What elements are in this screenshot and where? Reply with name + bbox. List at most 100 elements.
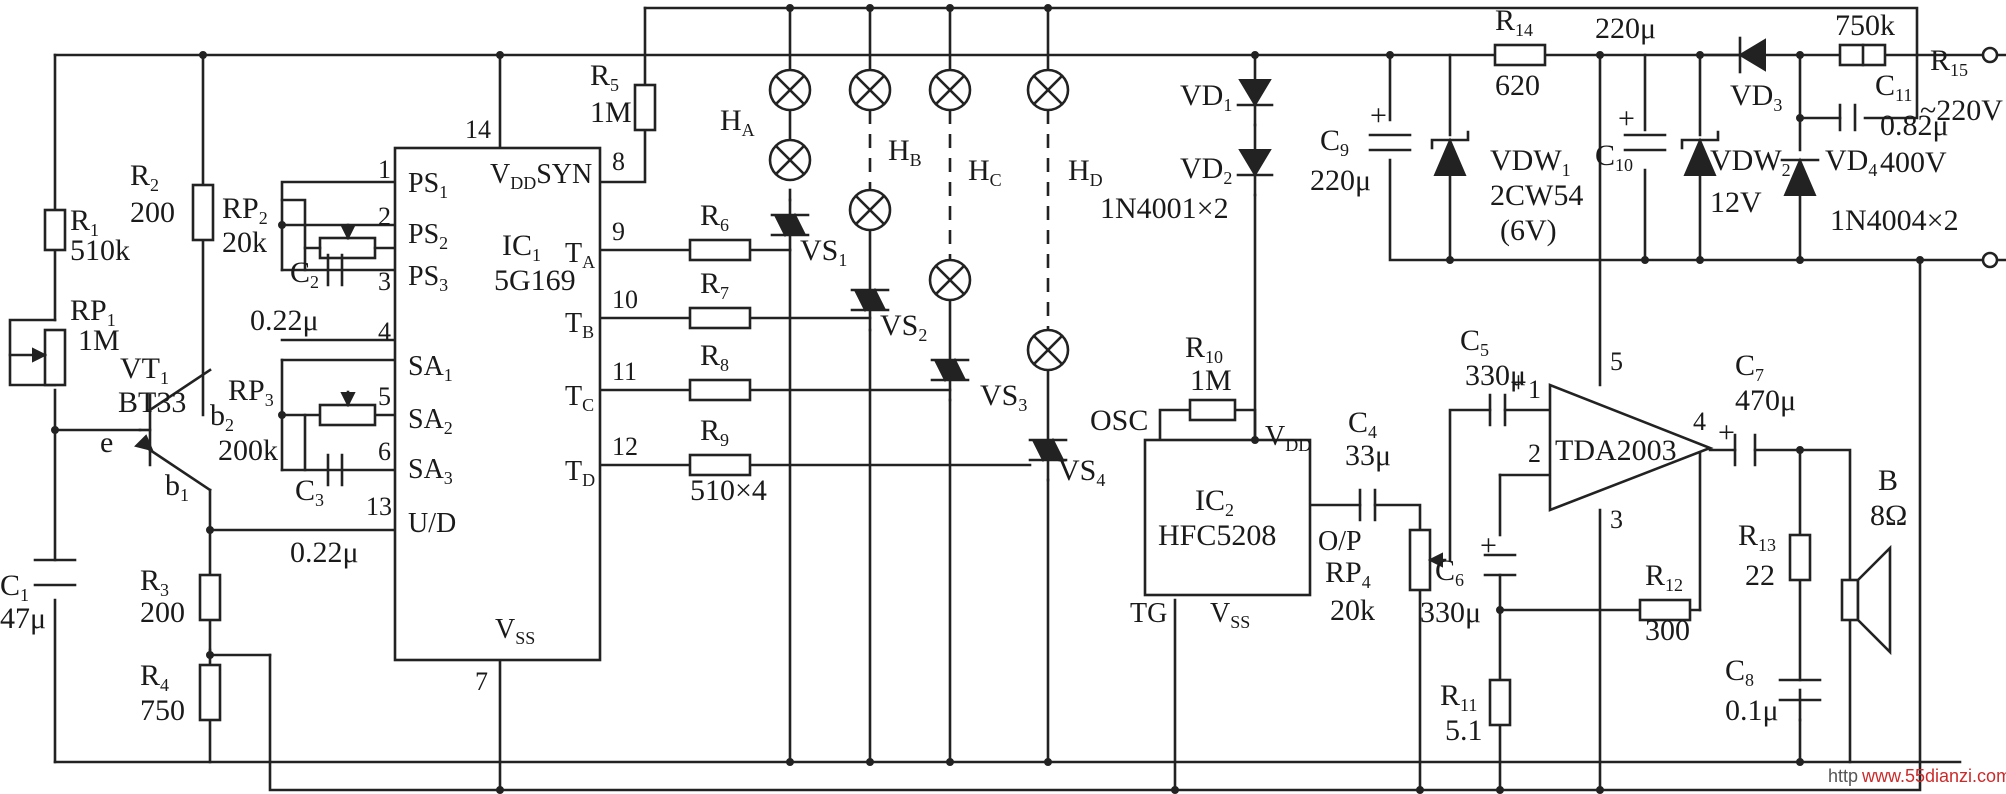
component-label: IC1 [502, 229, 541, 265]
component-label: 8Ω [1870, 499, 1907, 532]
r14-body [1493, 43, 1547, 67]
component-label: VDW2 [1710, 144, 1791, 180]
component-label: 10 [612, 285, 638, 314]
component-label: RP1 [70, 294, 116, 330]
component-label: BT33 [118, 386, 186, 419]
component-label: PS3 [408, 261, 448, 295]
diode-vd2 [1236, 149, 1274, 197]
r1-body [43, 208, 67, 252]
component-label: R4 [140, 659, 169, 695]
component-label: R14 [1495, 4, 1533, 40]
component-label: TDA2003 [1555, 434, 1677, 467]
component-label: VD2 [1180, 152, 1232, 188]
c10-body [1623, 133, 1667, 152]
component-label: 22 [1745, 559, 1775, 592]
component-label: C9 [1320, 124, 1349, 160]
component-label: 0.82μ [1880, 109, 1949, 142]
component-label: 400V [1880, 146, 1947, 179]
component-label: 2CW54 [1490, 179, 1583, 212]
diode-vd3 [1698, 36, 1766, 74]
component-label: 13 [366, 492, 392, 521]
component-label: 3 [1610, 505, 1623, 534]
triac-vs2 [850, 287, 890, 332]
component-label: VS4 [1058, 454, 1105, 490]
component-label: RP2 [222, 192, 268, 228]
component-label: 12V [1710, 186, 1762, 219]
component-label: TD [565, 456, 595, 490]
component-label: R11 [1440, 679, 1477, 715]
component-label: SA2 [408, 404, 453, 438]
component-label: C6 [1435, 554, 1464, 590]
r8-body [688, 378, 752, 402]
component-label: 0.22μ [250, 304, 319, 337]
component-label: e [100, 426, 113, 459]
component-label: VD1 [1180, 79, 1232, 115]
component-label: HA [720, 104, 755, 140]
component-label: 220μ [1310, 164, 1371, 197]
component-label: 1N4001×2 [1100, 192, 1229, 225]
component-label: + [1480, 529, 1497, 562]
component-label: 1N4004×2 [1830, 204, 1959, 237]
component-label: 620 [1495, 69, 1540, 102]
lamp-hd-2 [1026, 328, 1070, 372]
component-label: TC [565, 381, 594, 415]
component-label: C10 [1595, 139, 1633, 175]
lamp-ha-1 [768, 68, 812, 112]
component-label: R7 [700, 267, 729, 303]
r13-body [1788, 533, 1812, 582]
component-label: C4 [1348, 406, 1377, 442]
component-label: + [1618, 102, 1635, 135]
component-label: 5 [1610, 347, 1623, 376]
r3-body [198, 573, 222, 622]
rp3-body [318, 403, 377, 427]
c7-body [1733, 433, 1757, 467]
component-label: 6 [378, 437, 391, 466]
triac-vs3 [930, 357, 970, 402]
component-label: R1 [70, 204, 99, 240]
triac-vs1 [770, 198, 810, 252]
zener-vdw2 [1680, 130, 1720, 176]
component-label: 47μ [0, 602, 46, 635]
component-label: 510k [70, 234, 130, 267]
component-label: 330μ [1420, 596, 1481, 629]
component-label: VD3 [1730, 79, 1782, 115]
labels: R1 510k RP1 1M VT1 BT33 e b1 C1 47μ R2 2… [0, 4, 2006, 786]
component-label: ~220V [1920, 94, 2003, 127]
c9-body [1368, 133, 1412, 152]
watermark-prefix: http [1828, 766, 1858, 786]
component-label: RP3 [228, 374, 274, 410]
component-label: R2 [130, 159, 159, 195]
rp4-body [1408, 528, 1432, 592]
r10-body [1188, 398, 1237, 422]
component-label: HC [968, 154, 1002, 190]
component-label: HFC5208 [1158, 519, 1276, 552]
component-label: VDD [1265, 421, 1311, 455]
c4-body [1358, 488, 1377, 522]
lamp-hc-2 [928, 258, 972, 302]
component-label: C2 [290, 256, 319, 292]
component-label: 330μ [1465, 359, 1526, 392]
component-label: 1M [78, 324, 120, 357]
component-label: 5.1 [1445, 714, 1483, 747]
component-label: C1 [0, 569, 29, 605]
component-label: 750k [1835, 9, 1895, 42]
components [8, 4, 1999, 794]
component-label: VDW1 [1490, 144, 1571, 180]
component-label: VS3 [980, 379, 1027, 415]
wires [8, 6, 2006, 792]
lamp-hb-1 [848, 68, 892, 112]
component-label: 220μ [1595, 12, 1656, 45]
component-label: 20k [222, 226, 267, 259]
component-label: 1 [1528, 375, 1541, 404]
r6-body [688, 238, 752, 262]
component-label: R12 [1645, 559, 1683, 595]
component-label: SA3 [408, 454, 453, 488]
component-label: OSC [1090, 404, 1148, 437]
component-label: 0.22μ [290, 536, 359, 569]
component-label: 300 [1645, 614, 1690, 647]
component-label: 4 [1693, 407, 1706, 436]
component-label: VD4 [1825, 144, 1877, 180]
component-label: VS2 [880, 309, 927, 345]
c1-body [33, 558, 77, 587]
